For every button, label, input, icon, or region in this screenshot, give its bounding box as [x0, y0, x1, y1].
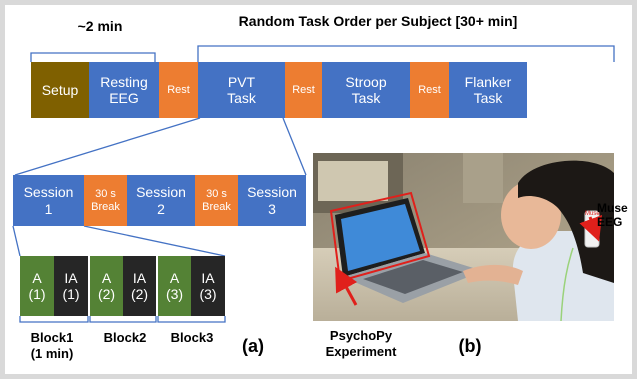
label-random-task-order: Random Task Order per Subject [30+ min]: [238, 13, 518, 29]
trial-a-3: A (3): [158, 256, 191, 316]
trial-ia-3: IA (3): [191, 256, 225, 316]
expand-line-session-left: [12, 225, 21, 257]
photo-shelf-box: [318, 161, 388, 201]
label-muse-eeg: Muse EEG: [597, 201, 628, 230]
timeline-rest-3: Rest: [410, 62, 449, 118]
session-3: Session 3: [238, 175, 306, 226]
trial-ia-1: IA (1): [54, 256, 88, 316]
timeline-rest-2: Rest: [285, 62, 322, 118]
bracket-block1: [19, 316, 89, 323]
expand-line-right: [282, 117, 307, 176]
break-2: 30 s Break: [195, 175, 238, 226]
label-psychopy-experiment: PsychoPy Experiment: [325, 328, 397, 359]
arrow-psychopy: [335, 266, 358, 306]
session-2: Session 2: [127, 175, 195, 226]
photo-person-hair: [518, 160, 614, 283]
photo-laptop-screen: [341, 204, 420, 271]
timeline-resting-eeg: Resting EEG: [89, 62, 159, 118]
label-block2: Block2: [103, 330, 147, 345]
photo-muse-headband-text: Muse: [585, 211, 600, 217]
expand-line-left: [14, 117, 201, 176]
panel-a-label: (a): [242, 336, 264, 356]
bracket-random-task: [197, 45, 615, 62]
trial-ia-2: IA (2): [123, 256, 156, 316]
label-block1: Block1 (1 min): [30, 330, 74, 361]
label-2min: ~2 min: [77, 18, 123, 34]
photo-person-arm: [463, 264, 523, 285]
timeline-pvt-task: PVT Task: [198, 62, 285, 118]
trial-a-1: A (1): [20, 256, 54, 316]
photo-earbud-cable: [560, 247, 574, 321]
session-1: Session 1: [13, 175, 84, 226]
timeline-flanker-task: Flanker Task: [449, 62, 527, 118]
expand-line-session-right: [83, 225, 226, 257]
trial-a-2: A (2): [90, 256, 123, 316]
timeline-rest-1: Rest: [159, 62, 198, 118]
break-1: 30 s Break: [84, 175, 127, 226]
bracket-block3: [157, 316, 226, 323]
label-block3: Block3: [170, 330, 214, 345]
timeline-stroop-task: Stroop Task: [322, 62, 410, 118]
bracket-2min: [30, 52, 156, 62]
panel-b-label: (b): [458, 336, 482, 356]
photo-wall-item: [463, 153, 503, 203]
timeline-setup: Setup: [31, 62, 89, 118]
photo-keyboard: [363, 260, 463, 294]
bracket-block2: [89, 316, 157, 323]
arrow-muse: [579, 214, 603, 242]
photo-screen-highlight: [329, 191, 431, 283]
